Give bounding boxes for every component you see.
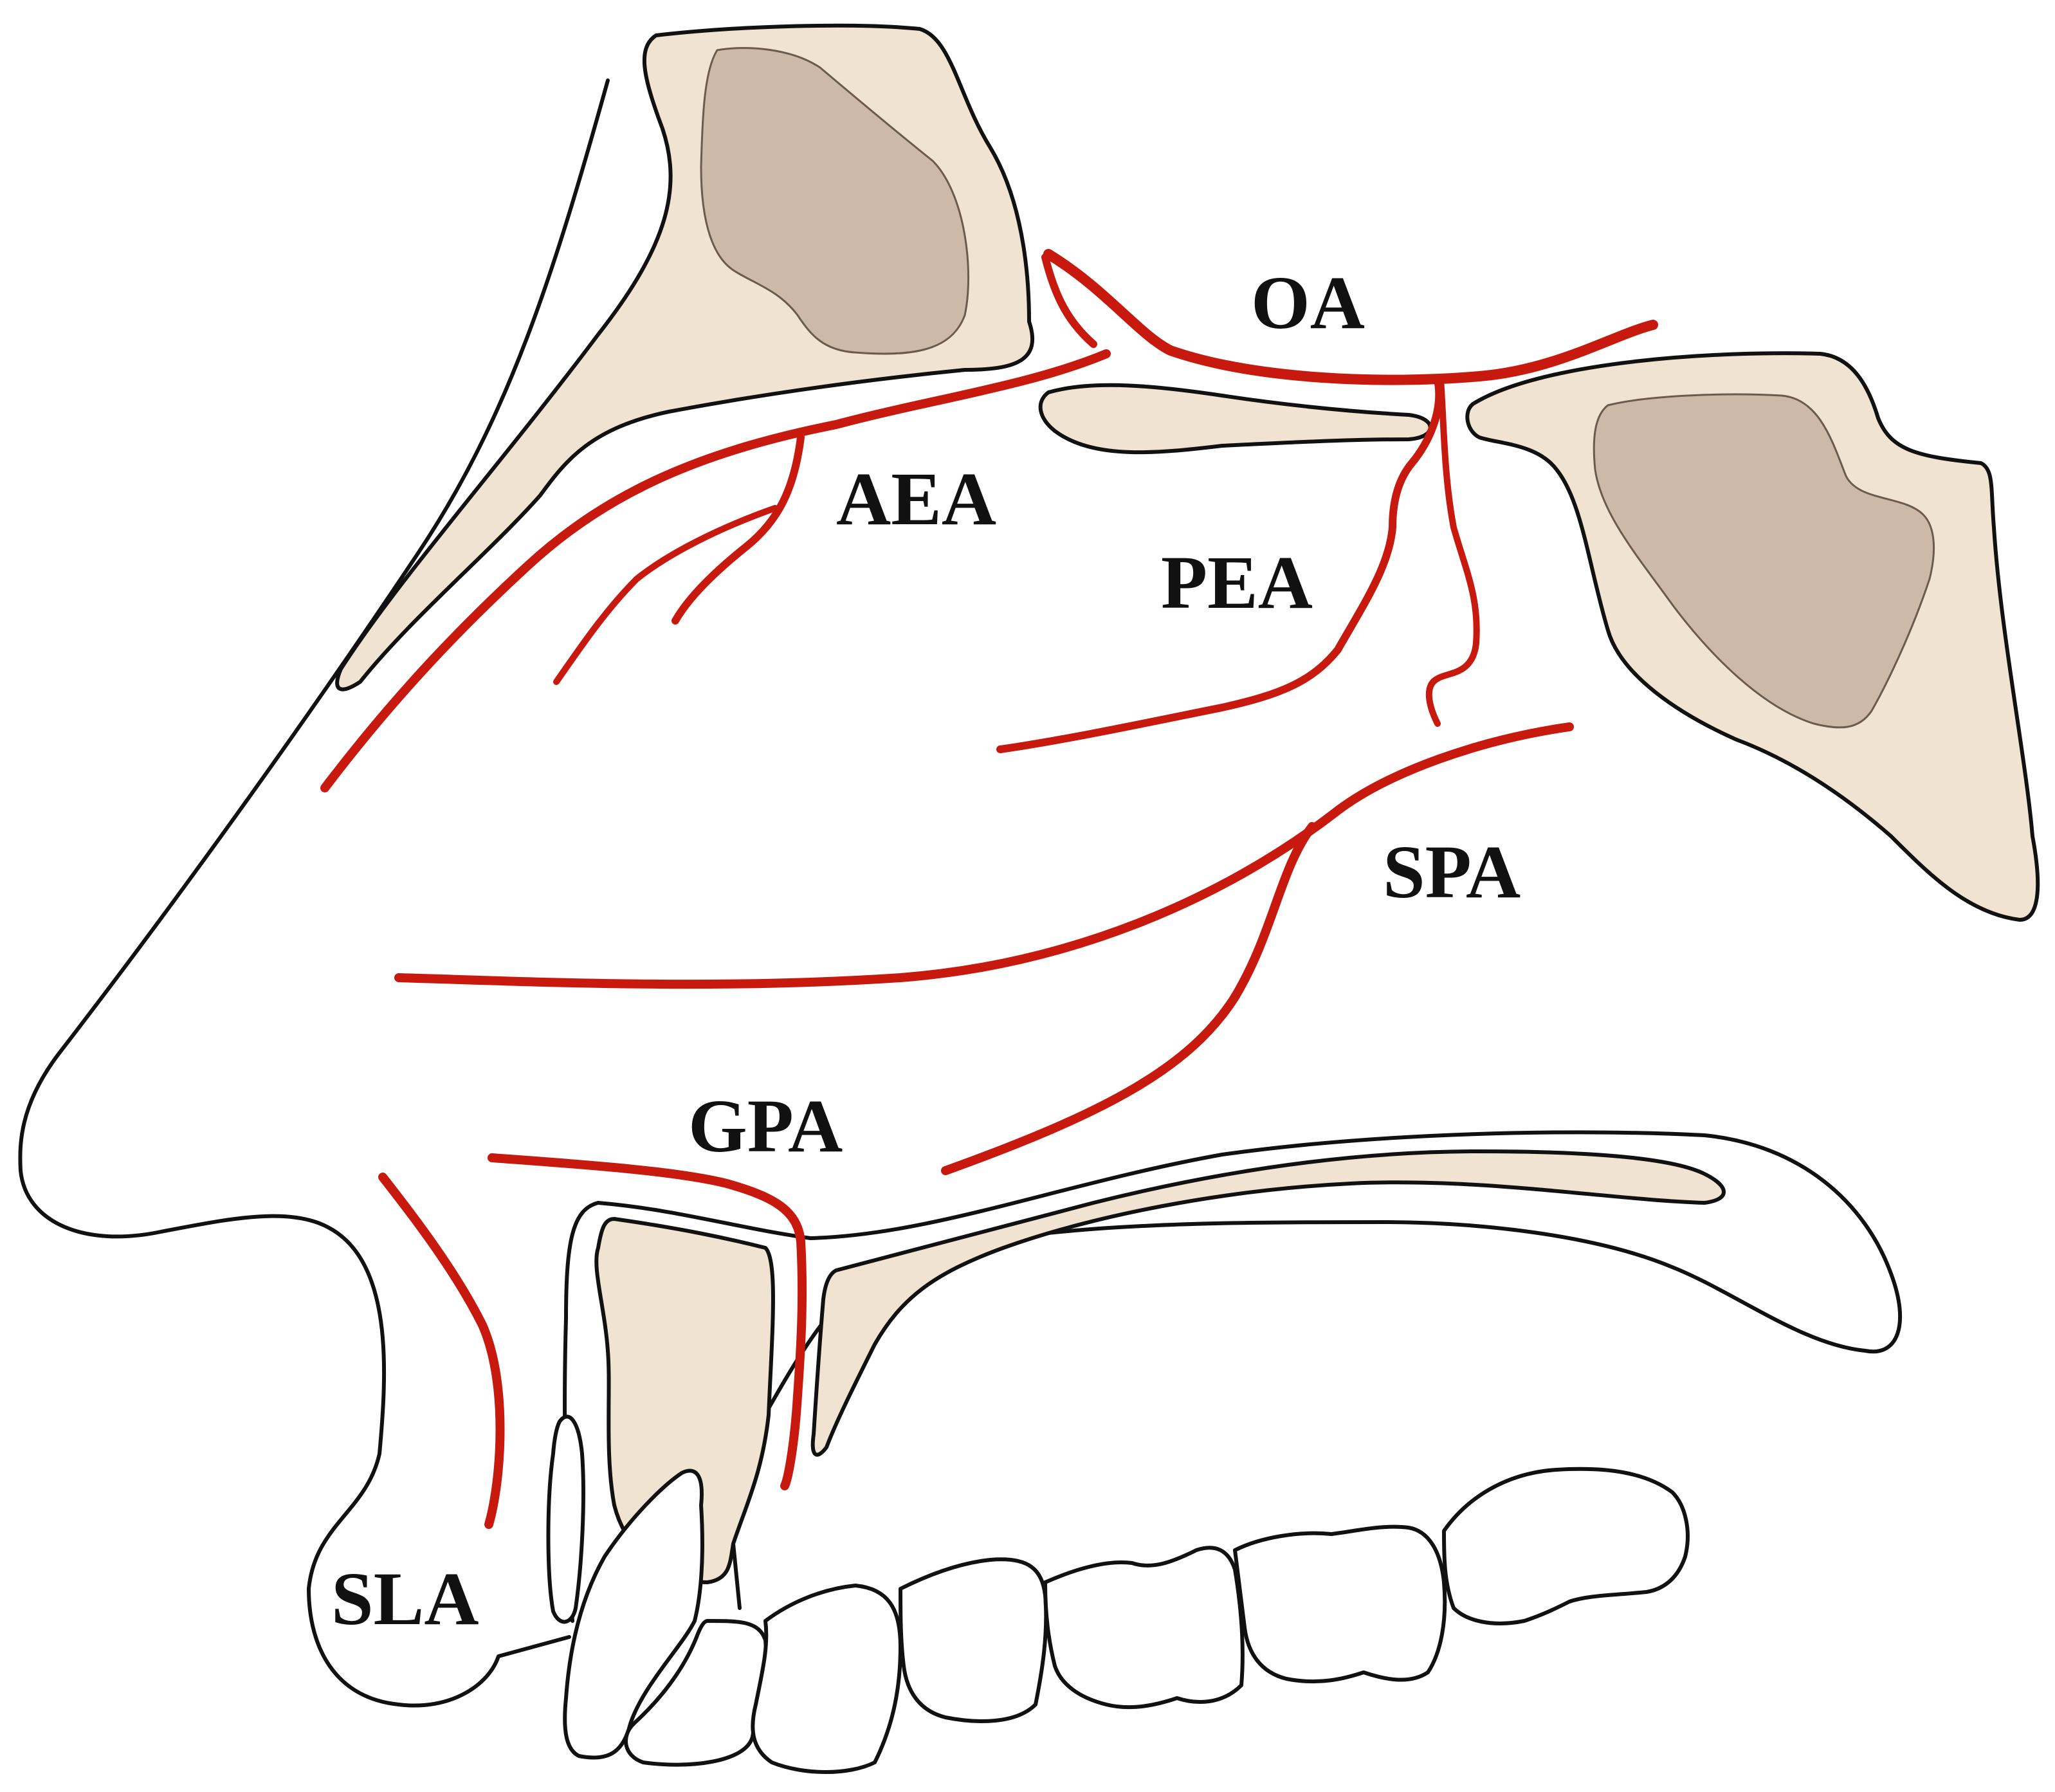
label-oa: OA <box>1251 261 1365 345</box>
cribriform-plate <box>1038 383 1432 455</box>
incisor-tooth-lateral <box>546 1414 585 1624</box>
ophthalmic-artery <box>1043 249 1658 385</box>
frontal-sinus <box>700 47 970 355</box>
sphenoid-sinus <box>1593 393 1935 729</box>
molar-tooth-third <box>1442 1467 1690 1625</box>
label-aea: AEA <box>836 457 996 541</box>
arteries <box>320 249 1658 1529</box>
nose-profile-outline <box>18 78 610 1708</box>
posterior-ethmoidal-artery-branch <box>1425 376 1480 727</box>
sphenopalatine-artery <box>394 722 1574 989</box>
sphenopalatine-artery-septal-branch <box>941 822 1317 1175</box>
label-sla: SLA <box>331 1557 479 1641</box>
palatine-bone <box>810 1149 1726 1457</box>
incisor-tooth-central <box>563 1468 704 1760</box>
label-pea: PEA <box>1161 540 1313 625</box>
anterior-ethmoidal-artery-branch-lateral <box>553 505 778 685</box>
molar-tooth-second <box>1233 1524 1447 1684</box>
label-gpa: GPA <box>688 1084 843 1168</box>
anterior-ethmoidal-artery-branch-septal <box>671 434 805 625</box>
premolar-tooth-first <box>751 1584 902 1774</box>
maxilla-bone <box>594 1217 775 1584</box>
anterior-ethmoidal-artery <box>320 349 1111 792</box>
posterior-ethmoidal-artery <box>996 376 1443 753</box>
superior-labial-artery <box>378 1173 505 1529</box>
label-spa: SPA <box>1383 830 1521 914</box>
greater-palatine-artery <box>488 1153 807 1490</box>
premolar-tooth-second <box>899 1557 1048 1723</box>
molar-tooth-first <box>1043 1546 1245 1710</box>
frontal-bone <box>335 23 1034 691</box>
ophthalmic-artery-stub <box>1041 253 1097 348</box>
